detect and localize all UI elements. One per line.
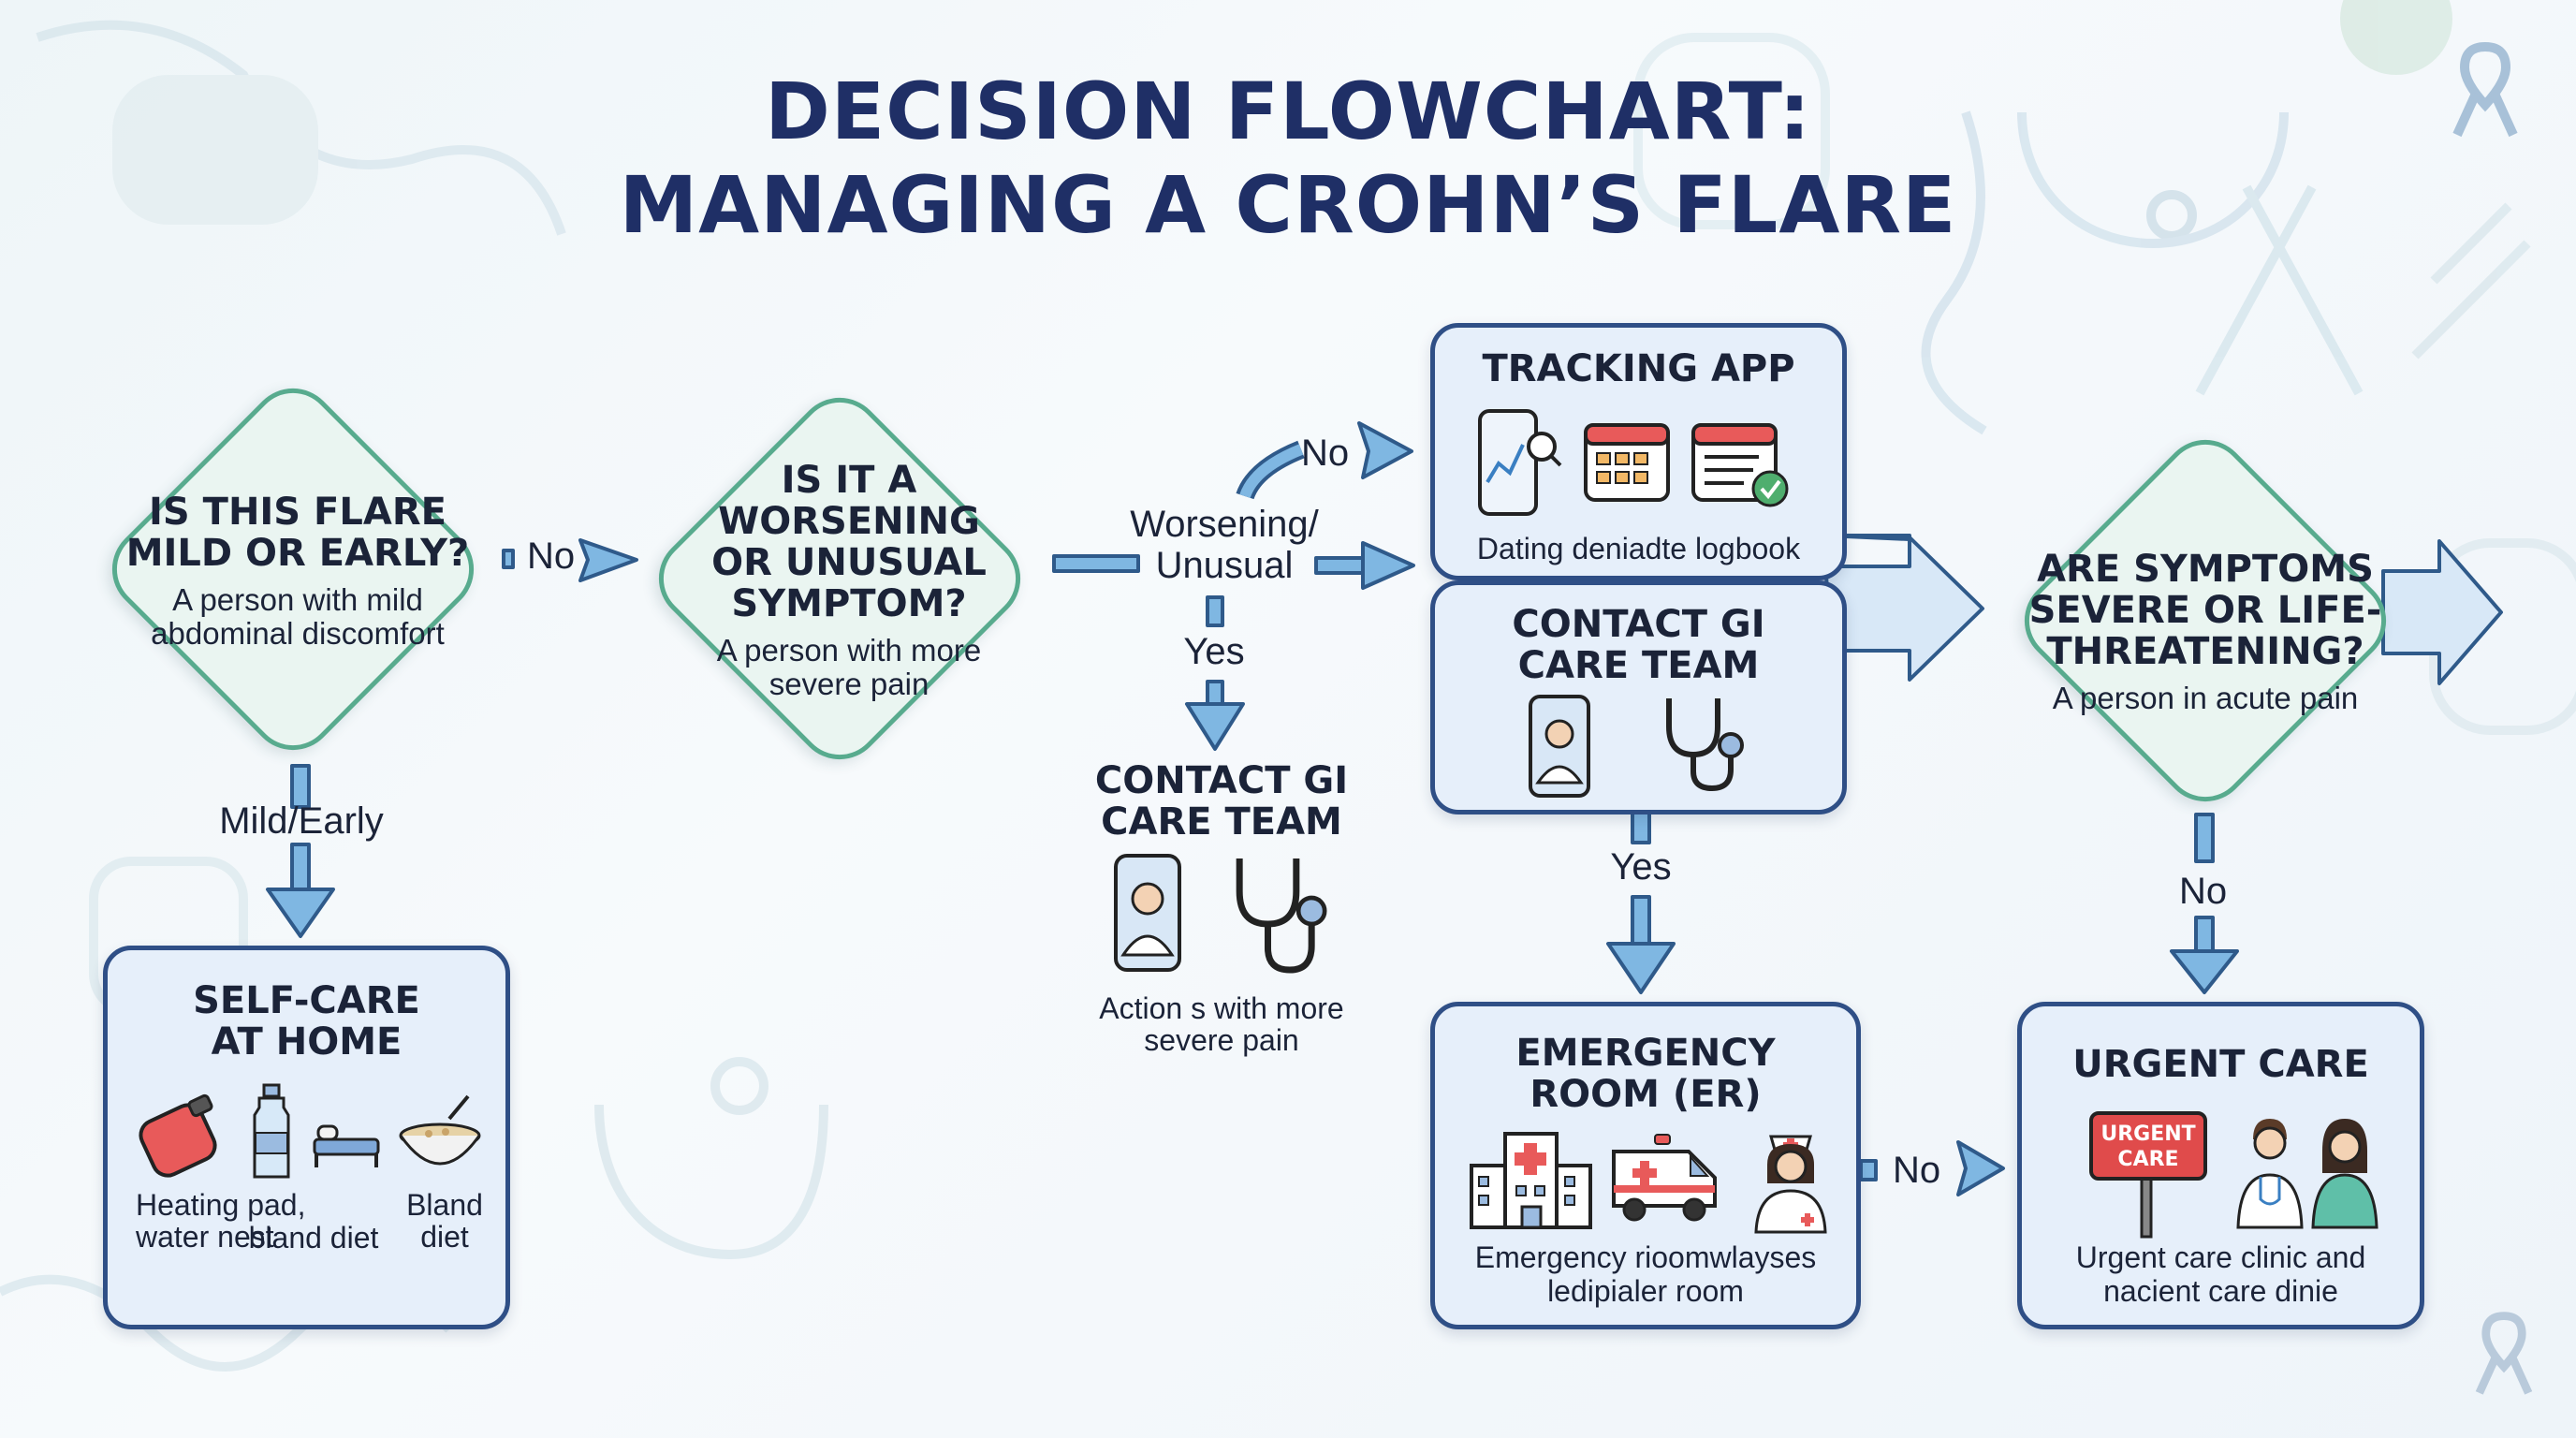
arrow-yes-mid-head [1606,942,1676,994]
arrow-no-right-head [1956,1140,2005,1196]
self-care-caption-1: Heating pad, water nest [136,1188,306,1254]
contact-gi-title: CONTACT GI CARE TEAM [1094,759,1349,844]
page-title-line-1: DECISION FLOWCHART: [765,66,1811,157]
doctor-phone-icon [1529,695,1590,798]
arrow-mild-head [266,888,335,938]
arrow-no-1-shaft [502,549,515,569]
self-care-title: SELF-CARE AT HOME [193,979,420,1064]
doctor-phone-icon [1114,854,1181,972]
urgent-care-title: URGENT CARE [2072,1043,2369,1086]
self-care-caption-3: Bland diet [406,1188,483,1254]
arrow-no-right-shaft [1859,1159,1878,1181]
urgent-sign-line-2: CARE [2117,1148,2178,1171]
arrow-no-bottom-shaft [2194,916,2215,953]
edge-label-no-top: No [1301,433,1350,474]
arrow-big-out [2381,539,2503,685]
urgent-sign-icon: URGENT CARE [2089,1111,2207,1239]
arrow-yes-mid-shaft-top [1631,811,1651,844]
bed-icon [313,1124,380,1167]
arrow-no-1 [578,538,638,582]
arrow-no-top-curve-inner [1239,444,1304,499]
stethoscope-icon [1666,698,1744,792]
emergency-room-caption: Emergency rioomwlayses ledipialer room [1474,1240,1817,1308]
stethoscope-icon [1236,858,1327,974]
calendar-icon [1584,423,1670,502]
doctor-icon [2236,1119,2304,1229]
emergency-room-title: EMERGENCY ROOM (ER) [1515,1032,1776,1116]
ribbon-icon [2475,1312,2533,1395]
arrow-no-bottom-shaft-top [2194,813,2215,863]
decision-2-text: IS IT A WORSENING OR UNUSUAL SYMPTOM? A … [648,460,1050,701]
ambulance-icon [1612,1134,1717,1222]
arrow-no-bottom-head [2170,949,2239,994]
decision-3-question: ARE SYMPTOMS SEVERE OR LIFE- THREATENING… [2028,548,2382,673]
contact-gi-caption: Action s with more severe pain [1099,991,1344,1057]
arrow-mild-shaft-bottom [290,843,311,893]
edge-label-mild-early: Mild/Early [219,800,384,842]
decision-2-question: IS IT A WORSENING OR UNUSUAL SYMPTOM? [711,459,987,625]
contact-gi-box: CONTACT GI CARE TEAM [1430,580,1847,814]
urgent-care-box: URGENT CARE URGENT CARE Urgent care clin… [2017,1002,2424,1329]
arrow-d2-right-shaft [1052,554,1140,573]
patient-icon [2311,1119,2378,1229]
self-care-caption-2: bland diet [248,1221,379,1255]
emergency-room-box: EMERGENCY ROOM (ER) Emergency rioomwlays… [1430,1002,1861,1329]
hospital-icon [1470,1132,1592,1229]
decision-1-question: IS THIS FLARE MILD OR EARLY? [125,491,470,575]
water-bottle-icon [253,1083,290,1179]
logbook-icon [1691,423,1789,507]
heating-pad-icon [139,1093,217,1178]
edge-label-yes-left: Yes [1183,631,1245,672]
arrow-mild-shaft-top [290,764,311,809]
arrow-big-to-d3-shape [1823,536,1984,682]
tracking-app-caption: Dating deniadte logbook [1476,532,1801,565]
ribbon-icon [2452,41,2518,138]
urgent-sign-line-1: URGENT [2100,1123,2195,1146]
decision-2-detail: A person with more severe pain [716,633,982,701]
arrow-yes-left-shaft-top [1206,595,1224,627]
bowl-icon [399,1094,481,1166]
phone-chart-icon [1478,409,1562,516]
self-care-box: SELF-CARE AT HOME Heating pad, water nes… [103,946,510,1329]
decision-3-detail: A person in acute pain [2052,681,2359,715]
nurse-icon [1754,1135,1827,1234]
edge-label-yes-mid: Yes [1610,846,1672,888]
edge-label-no-bottom: No [2179,871,2228,912]
arrow-yes-mid-shaft [1631,895,1651,946]
arrow-yes-left-head [1185,702,1245,751]
arrow-no-top-head [1357,421,1413,479]
contact-gi-box-title: CONTACT GI CARE TEAM [1512,603,1765,687]
tracking-app-box: TRACKING APP Dating deniadte logbook [1430,323,1847,580]
tracking-app-title: TRACKING APP [1482,347,1795,390]
page-title-line-2: MANAGING A CROHN’S FLARE [619,159,1957,251]
decision-1-detail: A person with mild abdominal discomfort [151,582,445,651]
decision-3-text: ARE SYMPTOMS SEVERE OR LIFE- THREATENING… [1999,529,2411,735]
urgent-care-caption: Urgent care clinic and nacient care dini… [2075,1240,2366,1308]
arrow-worsening-head [1361,541,1415,590]
decision-1-text: IS THIS FLARE MILD OR EARLY? A person wi… [101,468,494,674]
edge-label-worsening: Worsening/ Unusual [1130,504,1319,586]
edge-label-no-right: No [1893,1150,1941,1191]
edge-label-no-1: No [527,536,576,577]
